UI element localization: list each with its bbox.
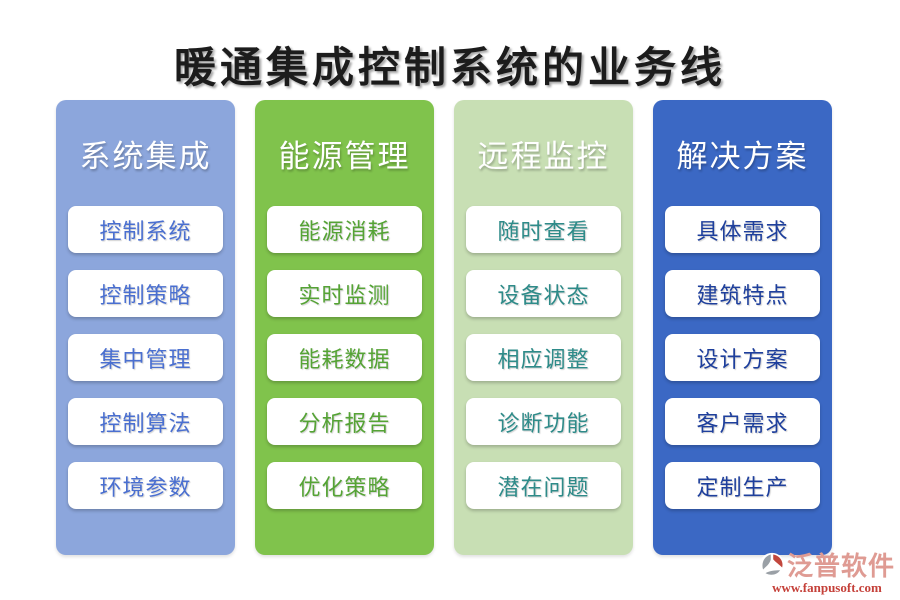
card-item: 随时查看 <box>466 206 621 253</box>
column-header-solutions: 解决方案 <box>676 138 809 174</box>
column-header-system-integration: 系统集成 <box>79 138 212 174</box>
column-system-integration: 系统集成 控制系统 控制策略 集中管理 控制算法 环境参数 <box>56 100 235 555</box>
card-item: 设计方案 <box>665 334 820 381</box>
card-item: 能源消耗 <box>267 206 422 253</box>
card-item: 集中管理 <box>68 334 223 381</box>
card-item: 定制生产 <box>665 462 820 509</box>
card-item: 优化策略 <box>267 462 422 509</box>
fanpu-logo-icon <box>759 552 785 578</box>
card-item: 能耗数据 <box>267 334 422 381</box>
card-item: 客户需求 <box>665 398 820 445</box>
card-item: 设备状态 <box>466 270 621 317</box>
watermark-row: 泛普软件 <box>759 546 895 583</box>
card-item: 环境参数 <box>68 462 223 509</box>
card-item: 控制系统 <box>68 206 223 253</box>
card-item: 分析报告 <box>267 398 422 445</box>
column-header-remote-monitoring: 远程监控 <box>477 138 610 174</box>
card-item: 建筑特点 <box>665 270 820 317</box>
card-item: 控制算法 <box>68 398 223 445</box>
watermark: 泛普软件 www.fanpusoft.com <box>759 546 895 596</box>
business-line-columns: 系统集成 控制系统 控制策略 集中管理 控制算法 环境参数 能源管理 能源消耗 … <box>56 100 832 555</box>
page-title: 暖通集成控制系统的业务线 <box>173 46 726 92</box>
watermark-brand-text: 泛普软件 <box>786 552 895 581</box>
card-item: 具体需求 <box>665 206 820 253</box>
card-item: 控制策略 <box>68 270 223 317</box>
column-remote-monitoring: 远程监控 随时查看 设备状态 相应调整 诊断功能 潜在问题 <box>454 100 633 555</box>
watermark-url-text: www.fanpusoft.com <box>772 580 882 595</box>
column-header-energy-management: 能源管理 <box>278 138 411 174</box>
column-energy-management: 能源管理 能源消耗 实时监测 能耗数据 分析报告 优化策略 <box>255 100 434 555</box>
card-item: 相应调整 <box>466 334 621 381</box>
card-item: 诊断功能 <box>466 398 621 445</box>
card-item: 潜在问题 <box>466 462 621 509</box>
column-solutions: 解决方案 具体需求 建筑特点 设计方案 客户需求 定制生产 <box>653 100 832 555</box>
card-item: 实时监测 <box>267 270 422 317</box>
